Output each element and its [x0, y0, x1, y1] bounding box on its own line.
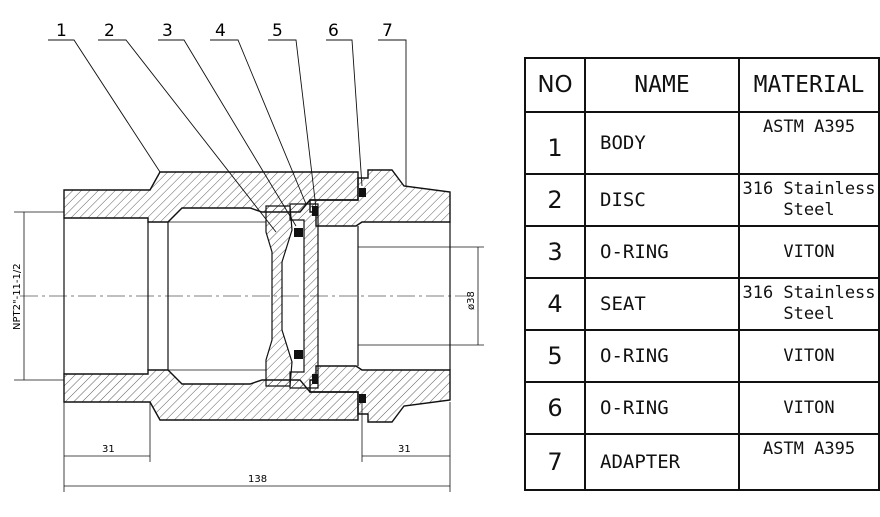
part-name: SEAT: [584, 277, 740, 331]
part-name: BODY: [584, 111, 740, 175]
disc-section: [265, 205, 293, 387]
leader-lines: [48, 39, 407, 233]
part-name: DISC: [584, 173, 740, 227]
balloon-2: 2: [104, 21, 115, 41]
part-no: 6: [524, 381, 586, 435]
bore-dimension: [358, 246, 484, 346]
bore-dimension-label: ø38: [466, 291, 477, 310]
part-material: ASTM A395: [738, 433, 880, 491]
balloon-6: 6: [328, 21, 339, 41]
o-ring-3-bottom: [294, 350, 303, 359]
part-name: O-RING: [584, 225, 740, 279]
part-material: VITON: [738, 329, 880, 383]
table-header-row: NO NAME MATERIAL: [524, 57, 880, 113]
header-name: NAME: [584, 57, 740, 113]
o-ring-3-top: [294, 228, 303, 237]
part-material: VITON: [738, 225, 880, 279]
part-no: 3: [524, 225, 586, 279]
balloon-3: 3: [162, 21, 173, 41]
right-length-label: 31: [398, 444, 411, 455]
table-row: 6 O-RING VITON: [524, 381, 880, 435]
header-material: MATERIAL: [738, 57, 880, 113]
thread-dimension-label: NPT2"-11-1/2: [12, 263, 23, 330]
left-length-label: 31: [102, 444, 115, 455]
balloon-7: 7: [382, 21, 393, 41]
o-ring-5-bottom: [312, 374, 318, 384]
o-ring-5-top: [312, 206, 318, 216]
part-material: 316 Stainless Steel: [738, 277, 880, 331]
balloon-5: 5: [272, 21, 283, 41]
part-no: 7: [524, 433, 586, 491]
part-no: 4: [524, 277, 586, 331]
balloon-1: 1: [56, 21, 67, 41]
part-material: 316 Stainless Steel: [738, 173, 880, 227]
length-dimensions: [63, 402, 451, 492]
balloon-4: 4: [215, 21, 226, 41]
valve-cross-section-drawing: 1 2 3 4 5 6 7 NPT2"-11-1/2 ø38 31 31 138: [12, 21, 484, 492]
table-row: 1 BODY ASTM A395: [524, 111, 880, 175]
table-row: 4 SEAT 316 Stainless Steel: [524, 277, 880, 331]
part-no: 1: [524, 111, 586, 175]
header-no: NO: [524, 57, 586, 113]
table-row: 2 DISC 316 Stainless Steel: [524, 173, 880, 227]
thread-dimension: [14, 211, 64, 381]
part-material: VITON: [738, 381, 880, 435]
part-name: O-RING: [584, 381, 740, 435]
o-ring-6-top: [359, 188, 366, 197]
overall-length-label: 138: [248, 474, 267, 485]
part-name: ADAPTER: [584, 433, 740, 491]
table-row: 5 O-RING VITON: [524, 329, 880, 383]
part-name: O-RING: [584, 329, 740, 383]
parts-list-table: NO NAME MATERIAL 1 BODY ASTM A395 2 DISC…: [524, 57, 880, 491]
part-no: 5: [524, 329, 586, 383]
table-row: 3 O-RING VITON: [524, 225, 880, 279]
part-no: 2: [524, 173, 586, 227]
o-ring-6-bottom: [359, 394, 366, 403]
part-material: ASTM A395: [738, 111, 880, 175]
table-row: 7 ADAPTER ASTM A395: [524, 433, 880, 491]
